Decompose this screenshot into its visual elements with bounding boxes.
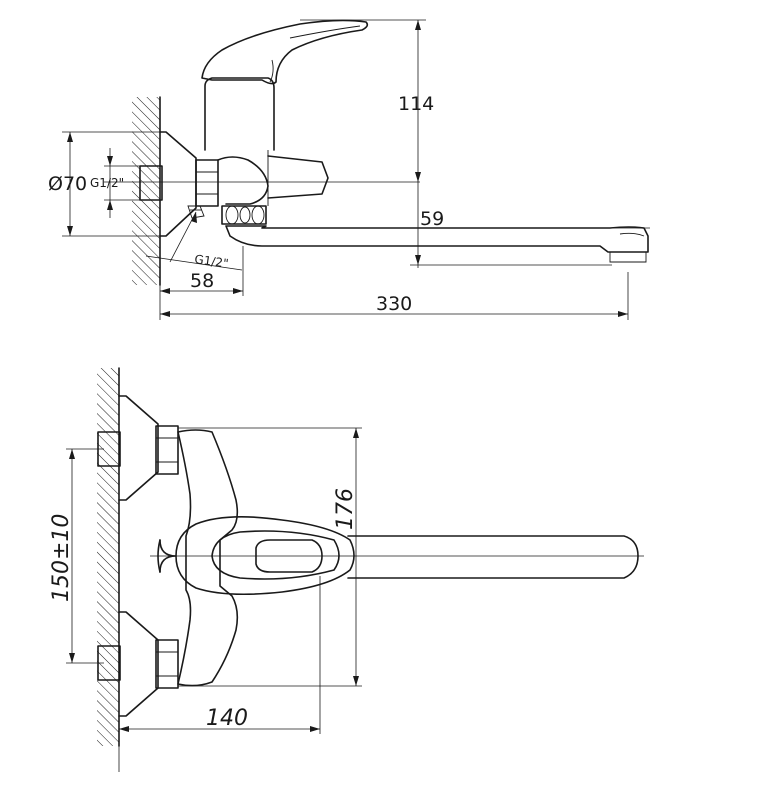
spout-top bbox=[347, 535, 639, 579]
dim-label-114: 114 bbox=[398, 93, 434, 115]
dim-label-330: 330 bbox=[376, 293, 412, 315]
aerator-side bbox=[609, 252, 647, 263]
lever-handle-top bbox=[175, 516, 355, 596]
flange-side bbox=[159, 131, 197, 237]
wall-hatch-side bbox=[132, 97, 160, 285]
dim-label-59: 59 bbox=[420, 208, 444, 230]
inlet-pipe-side bbox=[139, 165, 163, 201]
nut-lower-top bbox=[155, 639, 179, 689]
diverter-body-side bbox=[217, 156, 269, 205]
dim-label-58: 58 bbox=[190, 270, 214, 292]
flange-upper-top bbox=[118, 395, 159, 501]
dim-label-150: 150±10 bbox=[49, 514, 74, 602]
lever-handle-side bbox=[201, 19, 369, 85]
dim-label-140: 140 bbox=[206, 706, 248, 731]
dim-label-g12-top: G1/2" bbox=[90, 176, 124, 190]
dim-label-70: Ø70 bbox=[48, 173, 87, 195]
flange-lower-top bbox=[118, 611, 159, 717]
dim-label-176: 176 bbox=[333, 488, 358, 530]
nut-upper-top bbox=[155, 425, 179, 475]
dim-label-g12-bottom: G1/2" bbox=[194, 252, 230, 271]
wall-hatch-top bbox=[97, 368, 119, 746]
top-view: 176 150±10 140 bbox=[49, 367, 644, 772]
faucet-body-top bbox=[177, 429, 239, 687]
faucet-body-side bbox=[204, 77, 275, 151]
lever-inner-top bbox=[211, 530, 340, 580]
hex-nut-side bbox=[195, 159, 219, 207]
side-view: 114 59 Ø70 G1/2" G1/2" 58 bbox=[48, 19, 650, 320]
diverter-knob-side bbox=[267, 155, 329, 199]
outlet-coupling-side bbox=[221, 205, 267, 225]
